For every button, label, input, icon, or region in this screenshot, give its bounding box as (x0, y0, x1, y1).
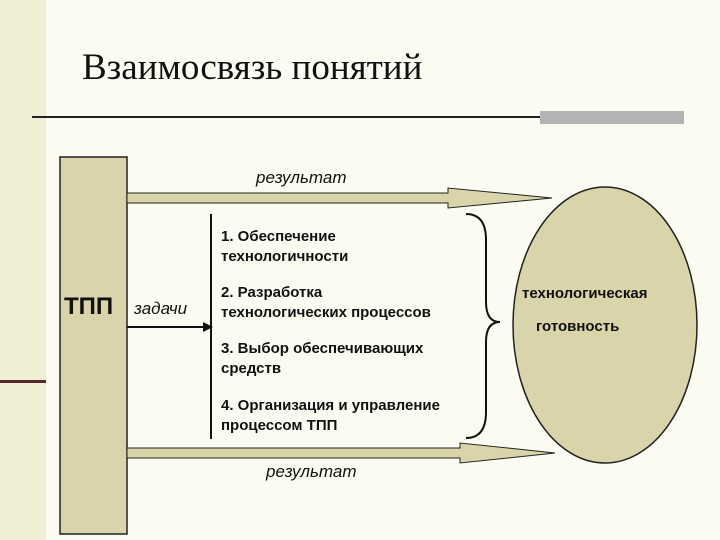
result-arrow-top (126, 187, 553, 209)
readiness-ellipse (512, 186, 698, 464)
task-item-3: 3. Выбор обеспечивающих средств (221, 340, 424, 377)
tpp-column (59, 156, 128, 535)
task-item-2: 2. Разработка технологических процессов (221, 284, 431, 321)
result-label-bottom: результат (266, 462, 357, 481)
title-underline-accent (540, 111, 684, 124)
outcome-line-1: технологическая (522, 285, 648, 302)
tasks-brace (465, 213, 501, 439)
tasks-arrow-head (203, 322, 213, 332)
task-item-4: 4. Организация и управление процессом ТП… (221, 397, 440, 434)
task-item-1: 1. Обеспечение технологичности (221, 228, 349, 265)
left-decor-band (0, 0, 46, 540)
result-arrow-bottom (126, 442, 556, 464)
result-label-top: результат (256, 168, 347, 187)
left-decor-line (0, 380, 46, 383)
title-underline (32, 116, 540, 118)
outcome-line-2: готовность (536, 318, 620, 335)
tpp-label: ТПП (64, 293, 114, 320)
page-title: Взаимосвязь понятий (82, 47, 423, 88)
tasks-label: задачи (134, 299, 188, 318)
